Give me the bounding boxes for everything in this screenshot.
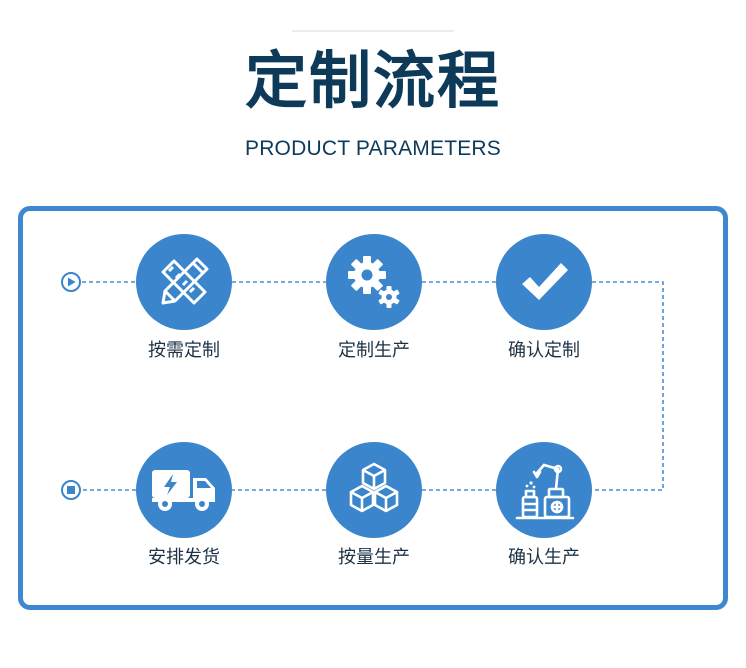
step-node-arrange-delivery	[136, 442, 232, 538]
step-node-confirm-production	[496, 442, 592, 538]
step-label: 确认定制	[508, 340, 580, 361]
step-label: 按量生产	[338, 547, 410, 568]
pencil-ruler-icon	[161, 257, 209, 305]
page-subtitle: PRODUCT PARAMETERS	[244, 137, 502, 160]
step-label: 安排发货	[148, 547, 220, 568]
step-node-confirm-design	[496, 234, 592, 330]
step-label: 按需定制	[148, 340, 220, 361]
boxes-icon	[349, 462, 399, 513]
delivery-truck-icon	[152, 470, 215, 511]
robot-arm-icon	[515, 463, 575, 520]
step-node-custom-production	[326, 234, 422, 330]
play-circle-icon	[61, 272, 81, 292]
connector-step3-to-step4	[592, 281, 664, 491]
step-label: 确认生产	[508, 547, 580, 568]
page-title: 定制流程	[244, 44, 501, 117]
top-divider	[292, 30, 454, 32]
step-node-batch-production	[326, 442, 422, 538]
step-node-custom-design	[136, 234, 232, 330]
stop-circle-icon	[61, 480, 81, 500]
gears-icon	[348, 256, 400, 308]
step-label: 定制生产	[338, 340, 410, 361]
checkmark-icon	[522, 263, 568, 300]
